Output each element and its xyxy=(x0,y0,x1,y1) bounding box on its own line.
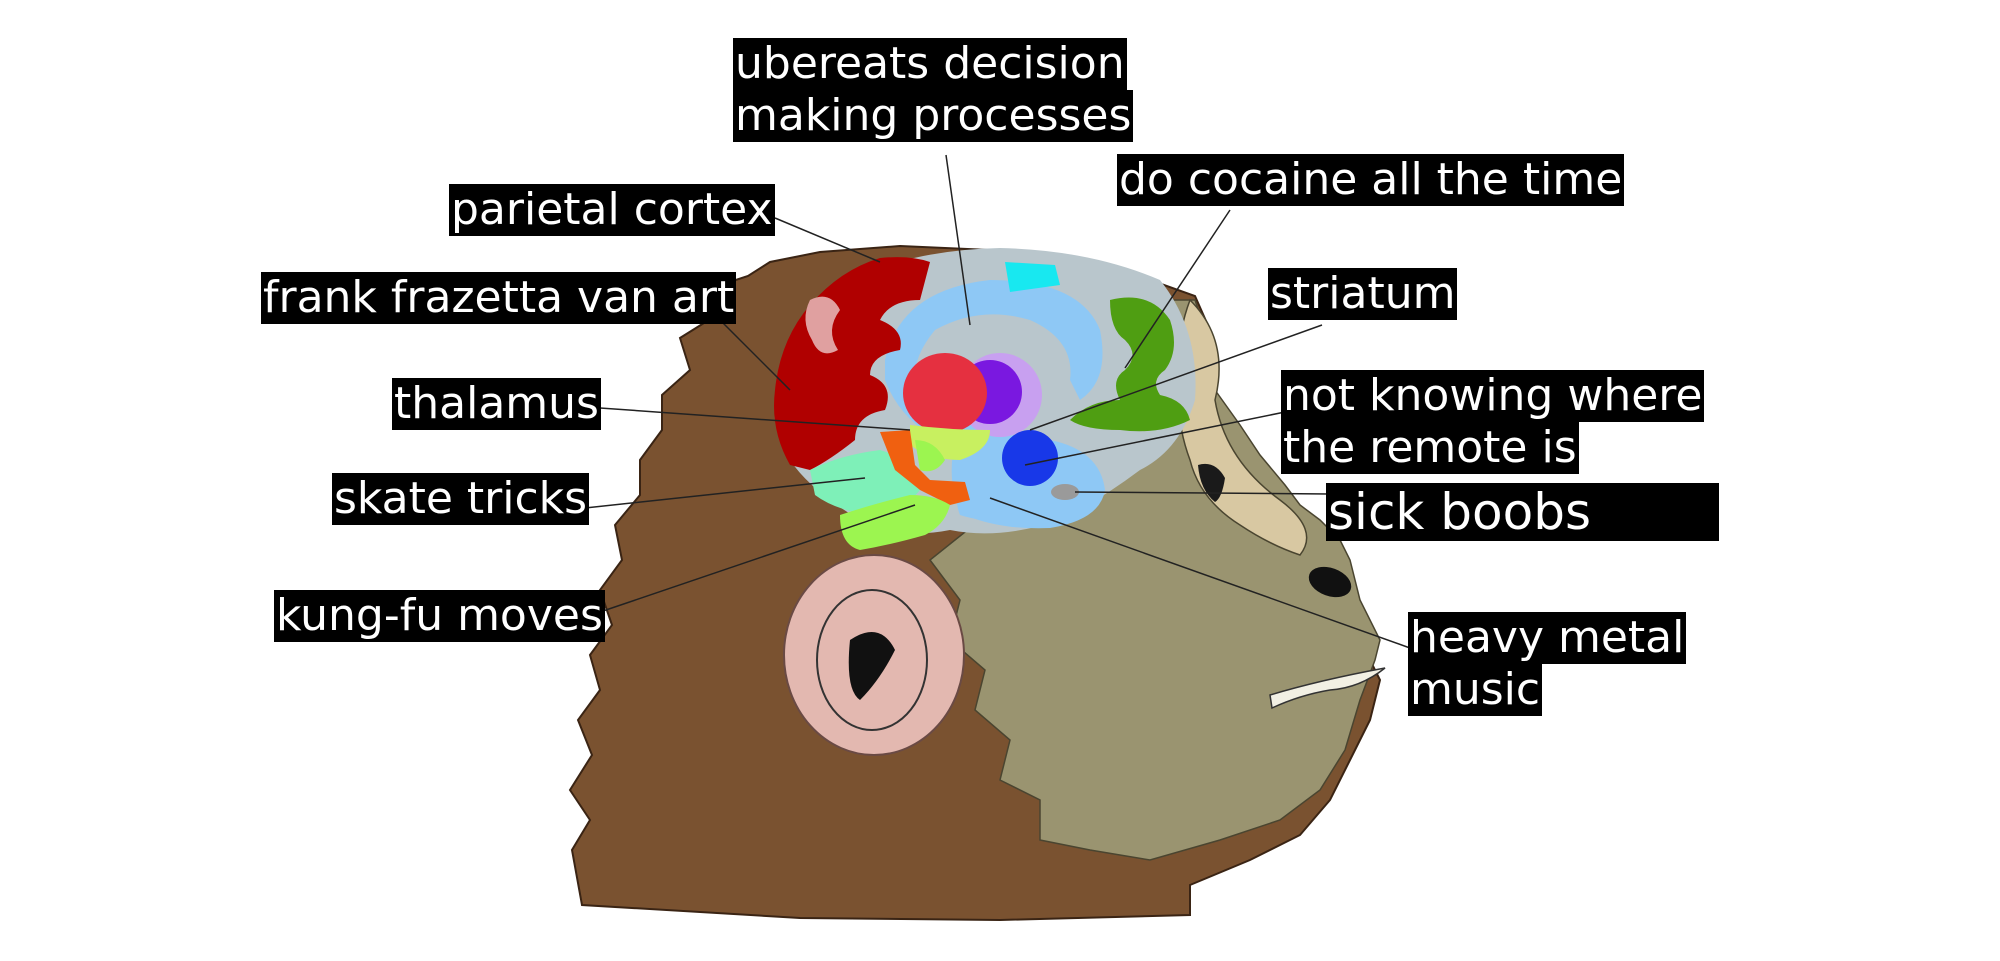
label-ubereats-line-2: making processes xyxy=(733,90,1133,142)
label-remote-line-1: not knowing where xyxy=(1281,370,1704,422)
label-metal-line-1: heavy metal xyxy=(1408,612,1686,664)
label-sick-text: sick boobs xyxy=(1326,483,1719,541)
label-sick-boobs: sick boobs xyxy=(1326,483,1719,541)
label-remote: not knowing where the remote is xyxy=(1281,370,1704,474)
label-skate-text: skate tricks xyxy=(332,473,589,525)
label-remote-line-2: the remote is xyxy=(1281,422,1579,474)
label-metal-line-2: music xyxy=(1408,664,1542,716)
label-thalamus: thalamus xyxy=(392,378,601,430)
label-frank-text: frank frazetta van art xyxy=(261,272,736,324)
label-frank-frazetta: frank frazetta van art xyxy=(261,272,736,324)
label-skate-tricks: skate tricks xyxy=(332,473,589,525)
label-ubereats-decision: ubereats decision making processes xyxy=(733,38,1133,142)
label-parietal-cortex: parietal cortex xyxy=(449,184,775,236)
brain-grey-nucleus xyxy=(1051,484,1079,500)
label-striatum-text: striatum xyxy=(1268,268,1457,320)
label-parietal-text: parietal cortex xyxy=(449,184,775,236)
label-striatum: striatum xyxy=(1268,268,1457,320)
label-kungfu-text: kung-fu moves xyxy=(274,590,605,642)
label-cocaine-text: do cocaine all the time xyxy=(1117,154,1624,206)
brain-blue-nucleus xyxy=(1002,430,1058,486)
label-cocaine: do cocaine all the time xyxy=(1117,154,1624,206)
label-thalamus-text: thalamus xyxy=(392,378,601,430)
label-kung-fu-moves: kung-fu moves xyxy=(274,590,605,642)
label-heavy-metal: heavy metal music xyxy=(1408,612,1686,716)
label-ubereats-line-1: ubereats decision xyxy=(733,38,1127,90)
brain-red-nucleus xyxy=(903,353,987,433)
